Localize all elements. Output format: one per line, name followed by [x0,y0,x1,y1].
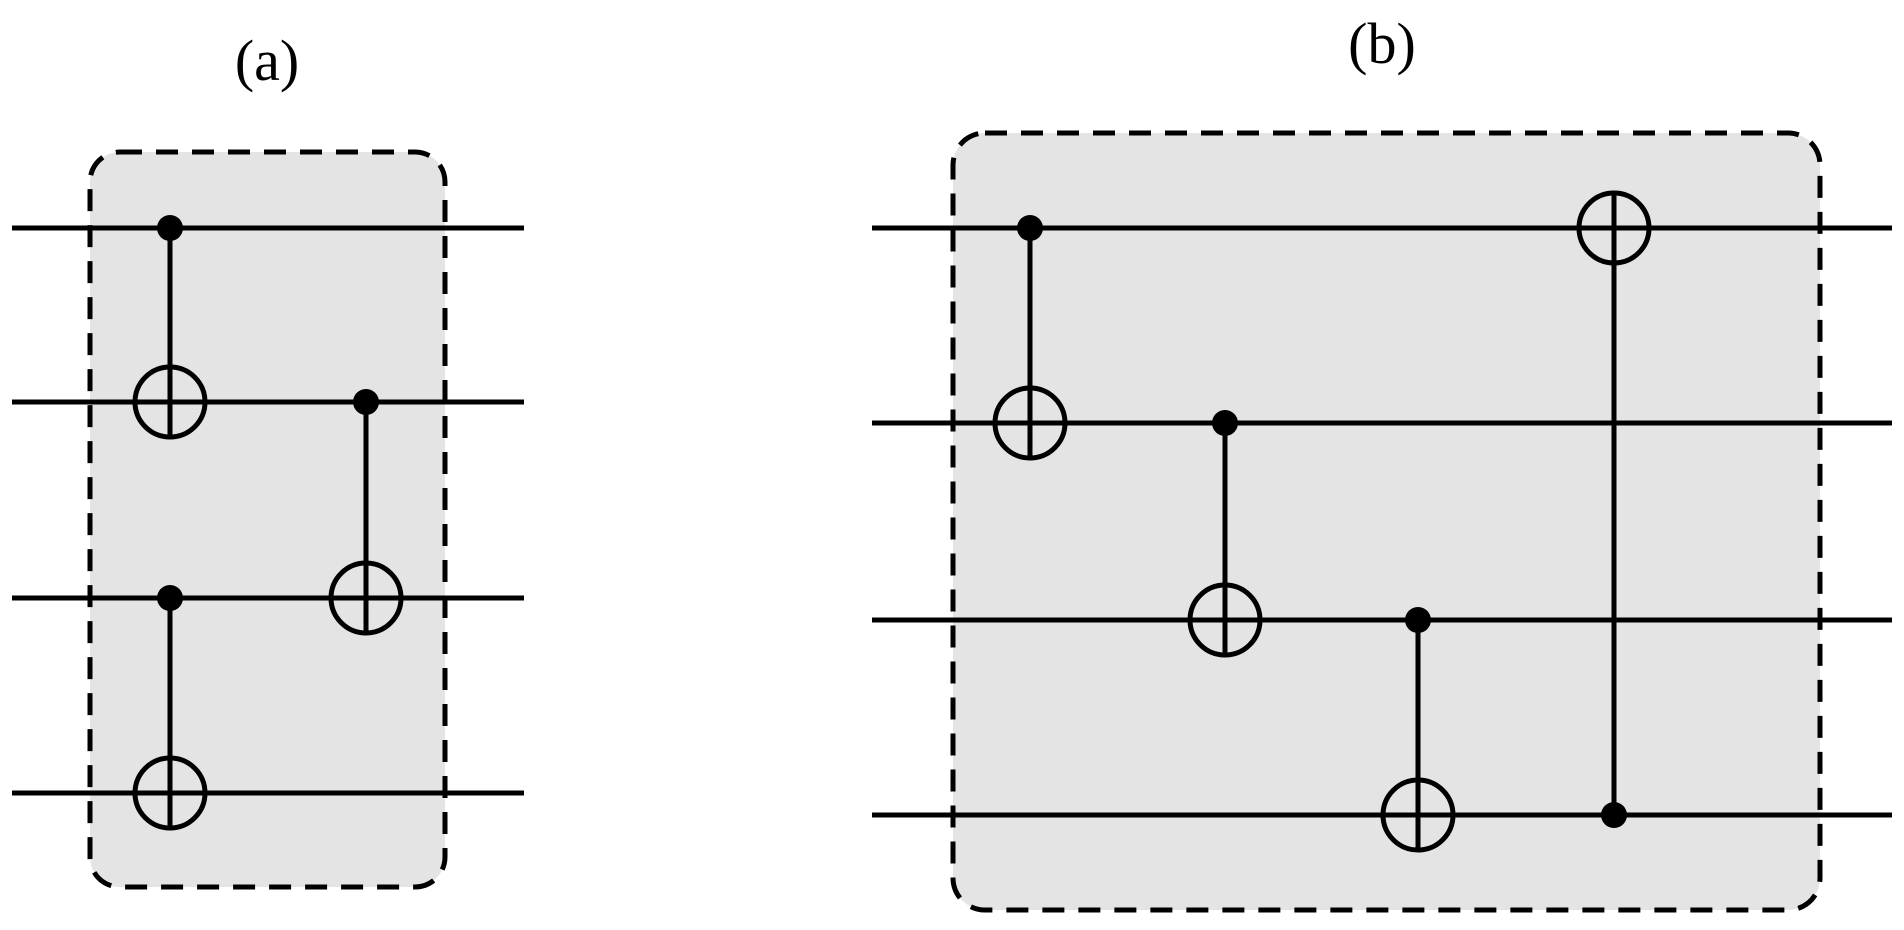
panel-a-label: (a) [235,28,299,93]
control-dot [1017,215,1043,241]
control-dot [157,215,183,241]
panel-b: (b) [872,11,1892,913]
panel-b-cnot-gate-2 [1187,410,1263,658]
panel-b-cnot-gate-1 [992,215,1068,461]
panel-b-label: (b) [1348,11,1416,76]
control-dot [1601,802,1627,828]
panel-a: (a) [12,28,524,890]
panel-b-cnot-gate-4 [1576,190,1652,828]
control-dot [1212,410,1238,436]
panel-a-cnot-gate-2 [132,585,208,831]
control-dot [353,389,379,415]
panel-b-cnot-gate-3 [1380,607,1456,853]
control-dot [157,585,183,611]
panel-a-cnot-gate-3 [328,389,404,636]
panel-b-dashed-box [950,130,1823,913]
control-dot [1405,607,1431,633]
panel-a-dashed-box [87,149,448,890]
panel-a-cnot-gate-1 [132,215,208,440]
